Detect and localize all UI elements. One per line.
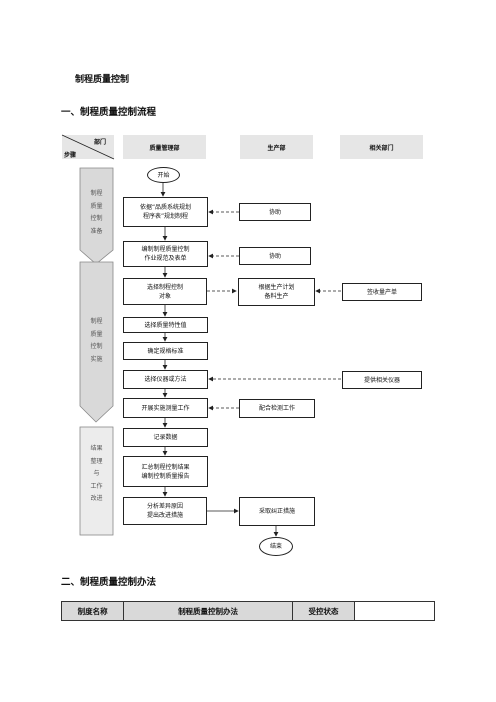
stage-impl-shape (79, 261, 114, 423)
header-related-dept: 相关部门 (340, 135, 423, 159)
stage-prep-shape (79, 167, 114, 265)
node-summarize-report: 汇总制程控制结果 编制控制质量报告 (123, 456, 208, 487)
rules-table: 制度名称 制程质量控制办法 受控状态 (60, 601, 435, 621)
node-assist-1: 协助 (239, 203, 311, 221)
node-select-instrument: 选择仪器或方法 (123, 370, 208, 389)
node-corrective-action: 采取纠正措施 (239, 497, 315, 526)
rules-status-value (354, 601, 435, 621)
rules-name-value: 制程质量控制办法 (123, 601, 293, 621)
section-2-title: 二、制程质量控制办法 (61, 577, 157, 588)
node-select-object: 选择制程控制 对象 (123, 278, 207, 305)
stage-summary-shape (79, 426, 114, 536)
node-measure: 开展实施测量工作 (123, 398, 208, 418)
rules-name-label: 制度名称 (60, 601, 125, 621)
section-1-title: 一、制程质量控制流程 (61, 107, 157, 118)
header-quality-dept: 质量管理部 (123, 135, 206, 159)
table-row: 制度名称 制程质量控制办法 受控状态 (60, 601, 435, 621)
node-provide-instrument: 提供相关仪器 (342, 371, 422, 389)
node-cooperate: 配合检测工作 (239, 399, 315, 418)
node-end: 结束 (259, 537, 293, 556)
stage-impl-label: 制程 质量 控制 实施 (90, 318, 103, 363)
node-plan-process: 依据“品质系统规划 程序表”规划制程 (123, 197, 208, 227)
node-sign-order: 签收量产单 (342, 283, 422, 301)
node-assist-2: 协助 (239, 247, 311, 265)
rules-status-label: 受控状态 (291, 601, 356, 621)
header-corner-dept: 部门 (94, 139, 107, 146)
node-record-data: 记录数据 (123, 428, 208, 447)
node-production-plan: 根据生产计划 备料生产 (238, 278, 315, 306)
node-select-characteristic: 选择质量特性值 (123, 317, 208, 333)
document-title: 制程质量控制 (75, 75, 130, 85)
node-set-standard: 确定规格标准 (123, 342, 208, 360)
node-compile-spec: 编制制程质量控制 作业规范及表单 (123, 241, 208, 267)
header-corner-diagonal (61, 134, 115, 160)
stage-summary-label: 结果 整理 与 工作 改进 (90, 445, 103, 503)
node-start: 开始 (147, 167, 180, 183)
node-analyze-cause: 分析差异原因 提出改进措施 (123, 497, 207, 525)
header-corner-step: 步骤 (64, 152, 77, 159)
stage-prep-label: 制程 质量 控制 准备 (90, 190, 103, 235)
header-production-dept: 生产部 (240, 135, 313, 159)
